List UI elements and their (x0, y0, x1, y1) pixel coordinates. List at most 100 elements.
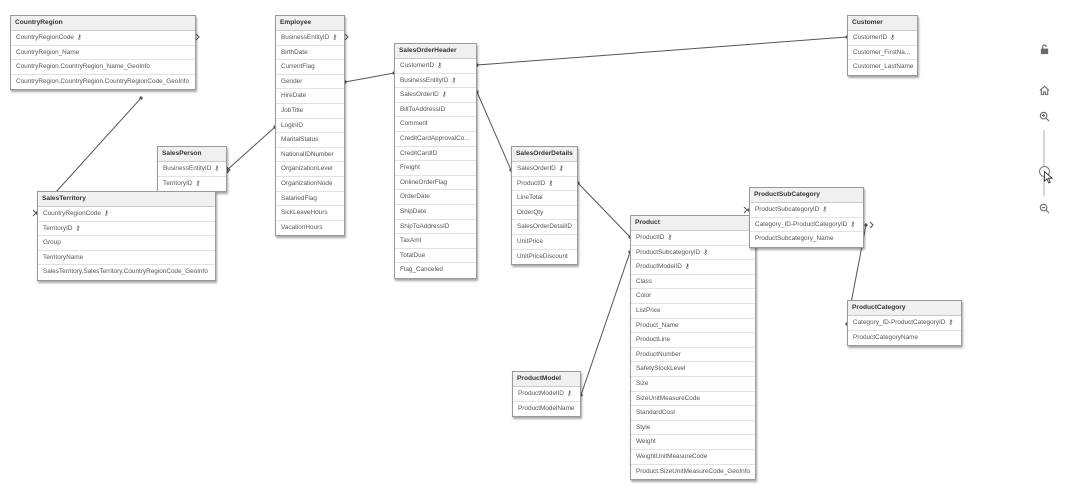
field-row[interactable]: ProductSubcategoryID⚷ (631, 246, 755, 261)
field-row[interactable]: CountryRegion.CountryRegion.CountryRegio… (11, 75, 195, 90)
table-title: Customer (848, 16, 917, 31)
field-row[interactable]: SalesOrderDetailID (512, 220, 577, 235)
field-row[interactable]: ProductSubcategoryID⚷ (750, 203, 863, 218)
field-row[interactable]: CountryRegionCode⚷ (38, 207, 215, 222)
field-row[interactable]: SafetyStockLevel (631, 362, 755, 377)
field-row[interactable]: CustomerID⚷ (395, 59, 476, 74)
field-row[interactable]: OrganizationLevel (276, 162, 344, 177)
field-row[interactable]: OrganizationNode (276, 177, 344, 192)
field-row[interactable]: SizeUnitMeasureCode (631, 392, 755, 407)
field-row[interactable]: ProductID⚷ (631, 231, 755, 246)
field-row[interactable]: MaritalStatus (276, 133, 344, 148)
field-row[interactable]: CountryRegionCode⚷ (11, 31, 195, 46)
link-endpoint (139, 96, 143, 100)
field-row[interactable]: CustomerID⚷ (848, 31, 917, 46)
field-row[interactable]: CurrentFlag (276, 60, 344, 75)
field-row[interactable]: BusinessEntityID⚷ (158, 162, 226, 177)
field-row[interactable]: WeightUnitMeasureCode (631, 450, 755, 465)
field-row[interactable]: SalesOrderID⚷ (512, 162, 577, 177)
field-row[interactable]: OrderQty (512, 206, 577, 221)
field-row[interactable]: UnitPrice (512, 235, 577, 250)
field-row[interactable]: BusinessEntityID⚷ (276, 31, 344, 46)
field-name: CountryRegionCode (16, 34, 74, 41)
field-row[interactable]: Gender (276, 75, 344, 90)
field-name: ProductSubcategoryID (636, 248, 701, 256)
field-row[interactable]: CountryRegion.CountryRegion_Name_GeoInfo (11, 60, 195, 75)
field-row[interactable]: ProductCategoryName (848, 331, 961, 346)
field-row[interactable]: SickLeaveHours (276, 206, 344, 221)
field-row[interactable]: LineTotal (512, 191, 577, 206)
zoom-slider[interactable] (1043, 130, 1045, 196)
field-row[interactable]: JobTitle (276, 104, 344, 119)
field-row[interactable]: ProductModelID⚷ (513, 387, 580, 402)
field-row[interactable]: Size (631, 377, 755, 392)
field-row[interactable]: TotalDue (395, 249, 476, 264)
zoom-in-button[interactable] (1037, 109, 1051, 123)
field-row[interactable]: Customer_LastName (848, 60, 917, 75)
field-row[interactable]: Color (631, 289, 755, 304)
field-row[interactable]: VacationHours (276, 221, 344, 236)
field-row[interactable]: LoginID (276, 119, 344, 134)
field-row[interactable]: OrderDate (395, 190, 476, 205)
field-row[interactable]: ShipToAddressID (395, 220, 476, 235)
field-row[interactable]: BirthDate (276, 46, 344, 61)
field-row[interactable]: CreditCardID (395, 147, 476, 162)
field-row[interactable]: HireDate (276, 89, 344, 104)
link-stub (869, 221, 874, 229)
field-row[interactable]: Flag_Canceled (395, 263, 476, 278)
home-button[interactable] (1037, 83, 1051, 97)
field-row[interactable]: ProductSubcategory_Name (750, 232, 863, 247)
field-row[interactable]: Category_ID-ProductCategoryID⚷ (848, 316, 961, 331)
field-row[interactable]: SalesOrderID⚷ (395, 88, 476, 103)
field-row[interactable]: OnlineOrderFlag (395, 176, 476, 191)
field-row[interactable]: Customer_FirstNa... (848, 46, 917, 61)
field-name: SalesOrderID (517, 165, 556, 172)
field-row[interactable]: SalariedFlag (276, 192, 344, 207)
field-row[interactable]: TerritoryName (38, 251, 215, 266)
field-row[interactable]: ProductLine (631, 333, 755, 348)
field-row[interactable]: Class (631, 275, 755, 290)
field-row[interactable]: ListPrice (631, 304, 755, 319)
field-row[interactable]: Freight (395, 161, 476, 176)
field-row[interactable]: TerritoryID⚷ (158, 177, 226, 192)
field-name: Gender (281, 77, 303, 85)
field-row[interactable]: CreditCardApprovalCo... (395, 132, 476, 147)
field-row[interactable]: UnitPriceDiscount (512, 250, 577, 265)
zoom-out-button[interactable] (1037, 201, 1051, 215)
lock-button[interactable] (1037, 42, 1051, 56)
field-row[interactable]: Group (38, 236, 215, 251)
field-row[interactable]: NationalIDNumber (276, 148, 344, 163)
field-row[interactable]: BillToAddressID (395, 103, 476, 118)
field-row[interactable]: SalesTerritory.SalesTerritory.CountryReg… (38, 265, 215, 280)
field-row[interactable]: ProductModelName (513, 402, 580, 417)
field-name: SalariedFlag (281, 194, 317, 202)
field-row[interactable]: Comment (395, 117, 476, 132)
field-row[interactable]: Product_Name (631, 319, 755, 334)
field-row[interactable]: BusinessEntityID⚷ (395, 74, 476, 89)
field-row[interactable]: Product.SizeUnitMeasureCode_GeoInfo (631, 465, 755, 480)
field-row[interactable]: Category_ID-ProductCategoryID⚷ (750, 218, 863, 233)
field-row[interactable]: Style (631, 421, 755, 436)
field-row[interactable]: ProductModelID⚷ (631, 260, 755, 275)
field-name: CustomerID (400, 62, 435, 69)
field-row[interactable]: CountryRegion_Name (11, 46, 195, 61)
field-row[interactable]: Weight (631, 435, 755, 450)
field-row[interactable]: ShipDate (395, 205, 476, 220)
field-row[interactable]: TaxAmt (395, 234, 476, 249)
field-row[interactable]: TerritoryID⚷ (38, 222, 215, 237)
field-row[interactable]: StandardCost (631, 406, 755, 421)
field-row[interactable]: ProductNumber (631, 348, 755, 363)
field-row[interactable]: ProductID⚷ (512, 177, 577, 192)
